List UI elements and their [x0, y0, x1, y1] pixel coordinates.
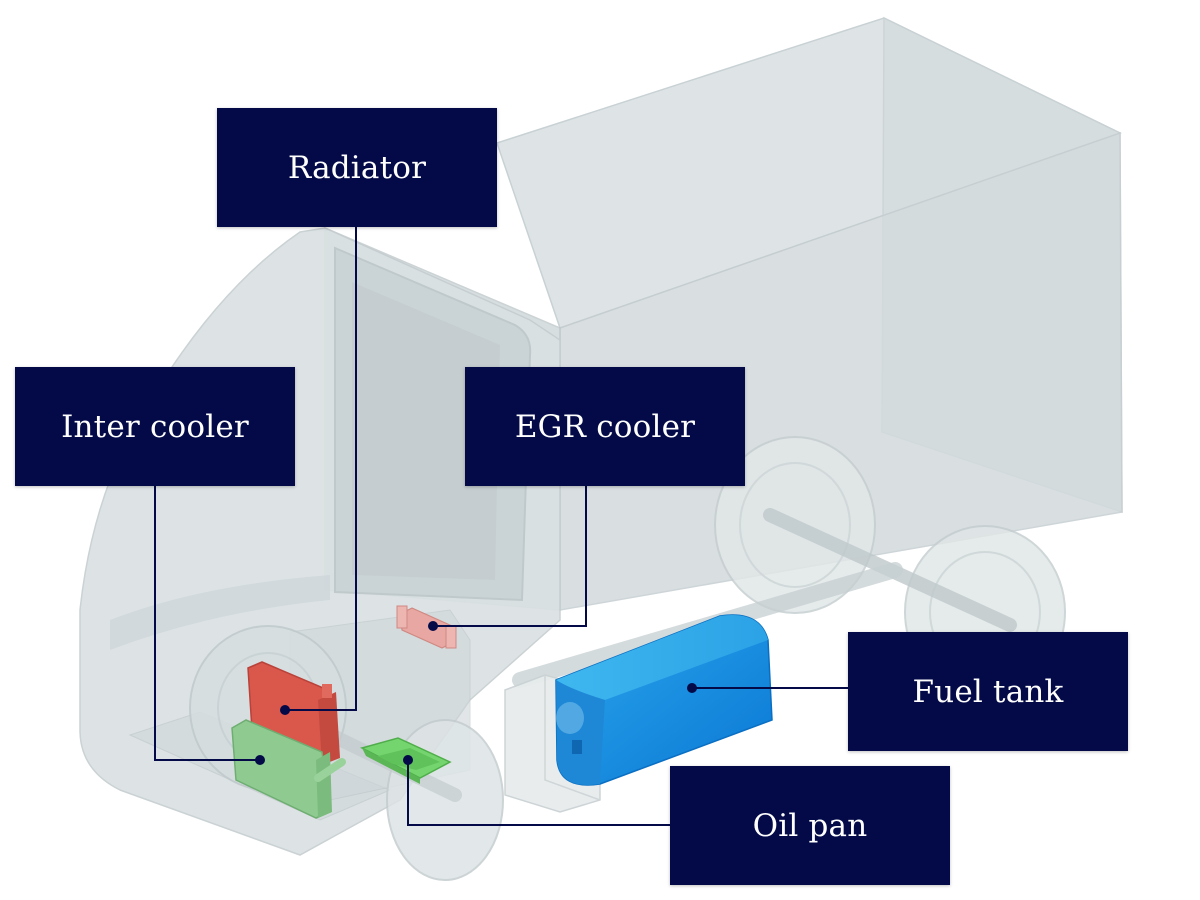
inter-cooler-label: Inter cooler [15, 367, 295, 486]
inter-cooler-part [231, 719, 346, 819]
fuel-tank-label: Fuel tank [848, 632, 1128, 751]
leader-dots [255, 621, 697, 765]
truck-body [79, 16, 1123, 881]
radiator-label: Radiator [217, 108, 497, 227]
egr-cooler-dot [428, 621, 438, 631]
oil-pan-dot [403, 755, 413, 765]
oil-pan-label: Oil pan [670, 766, 950, 885]
oil-pan-leader [407, 760, 670, 826]
fuel-tank-dot [687, 683, 697, 693]
egr-cooler-label: EGR cooler [465, 367, 745, 486]
egr-cooler-leader [433, 486, 587, 627]
radiator-dot [280, 705, 290, 715]
fuel-tank-part [555, 614, 773, 786]
radiator-leader [285, 227, 357, 711]
inter-cooler-leader [154, 486, 260, 761]
leader-lines [154, 227, 848, 826]
inter-cooler-dot [255, 755, 265, 765]
